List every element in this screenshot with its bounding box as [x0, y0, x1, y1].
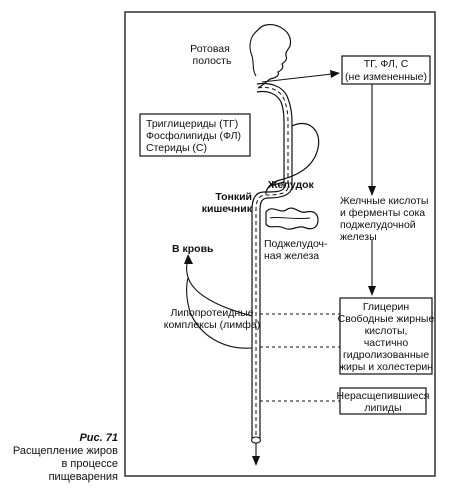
- bile-enzymes-line-3: поджелудочной: [340, 219, 416, 231]
- products-box: [339, 297, 433, 375]
- unsplit-line-2: липиды: [364, 402, 401, 414]
- figure-caption: Рис. 71 Расщепление жиров в процессе пищ…: [4, 432, 118, 484]
- intestine-end: [250, 436, 262, 444]
- head-back: [249, 29, 259, 77]
- figure-number: Рис. 71: [79, 432, 118, 444]
- stomach-shape: [265, 122, 320, 194]
- small-intestine-label-1: Тонкий: [215, 191, 252, 203]
- bile-enzymes-line-1: Желчные кислоты: [340, 195, 428, 207]
- caption-line-2: в процессе: [61, 458, 118, 470]
- products-line-5: гидролизованные: [343, 349, 429, 361]
- mouth-label-2: полость: [193, 55, 232, 67]
- pancreas-label-2: ная железа: [264, 250, 319, 262]
- intestine-tube-inner: [251, 187, 285, 438]
- mouth-arrowhead: [330, 70, 340, 78]
- intestine-exit-arrowhead: [252, 456, 260, 466]
- input-box-line-1: Триглицериды (ТГ): [146, 118, 238, 130]
- to-blood-label: В кровь: [172, 243, 214, 255]
- pancreas-duct: [269, 216, 311, 220]
- unchanged-box-line-2: (не измененные): [345, 71, 427, 83]
- unchanged-lipids-box: [341, 55, 431, 85]
- small-intestine-label-2: кишечник: [202, 203, 253, 215]
- products-line-1: Глицерин: [363, 301, 410, 313]
- products-line-4: частично: [364, 337, 409, 349]
- bile-enzymes-line-2: и ферменты сока: [340, 207, 425, 219]
- products-line-2: Свободные жирные: [338, 313, 435, 325]
- input-box-line-2: Фосфолипиды (ФЛ): [146, 130, 241, 142]
- unchanged-box-line-1: ТГ, ФЛ, С: [364, 58, 409, 70]
- to-blood-curve-upper: [186, 259, 253, 317]
- bile-arrowhead: [368, 186, 376, 196]
- products-line-3: кислоты,: [365, 325, 408, 337]
- mouth-label-1: Ротовая: [190, 43, 230, 55]
- intestine-center-dashed: [255, 187, 289, 440]
- caption-line-3: пищеварения: [48, 471, 118, 483]
- to-blood-arrowhead: [184, 254, 193, 264]
- intestine-tube-outer: [259, 187, 293, 438]
- pancreas-label-1: Поджелудоч-: [264, 238, 328, 250]
- diagram-frame: [124, 11, 436, 477]
- to-blood-curve-lower: [186, 277, 253, 349]
- unsplit-line-1: Нерасщепившиеся: [337, 390, 430, 402]
- input-box-line-3: Стериды (С): [146, 142, 207, 154]
- input-lipids-box: [139, 113, 251, 157]
- stomach-label: Желудок: [267, 179, 315, 191]
- products-line-6: жиры и холестерин: [339, 361, 433, 373]
- products-arrowhead: [368, 286, 376, 296]
- head-silhouette: [257, 24, 292, 89]
- tract-inner: [256, 90, 285, 188]
- caption-line-1: Расщепление жиров: [12, 445, 118, 457]
- mouth-arrow-line: [261, 73, 333, 83]
- lipoprotein-label-2: комплексы (лимфа): [164, 319, 261, 331]
- lipoprotein-label-1: Липопротеидные: [170, 307, 253, 319]
- tract-center-dashed: [257, 87, 289, 188]
- bile-enzymes-line-4: железы: [340, 231, 377, 243]
- tract-outer: [256, 82, 293, 188]
